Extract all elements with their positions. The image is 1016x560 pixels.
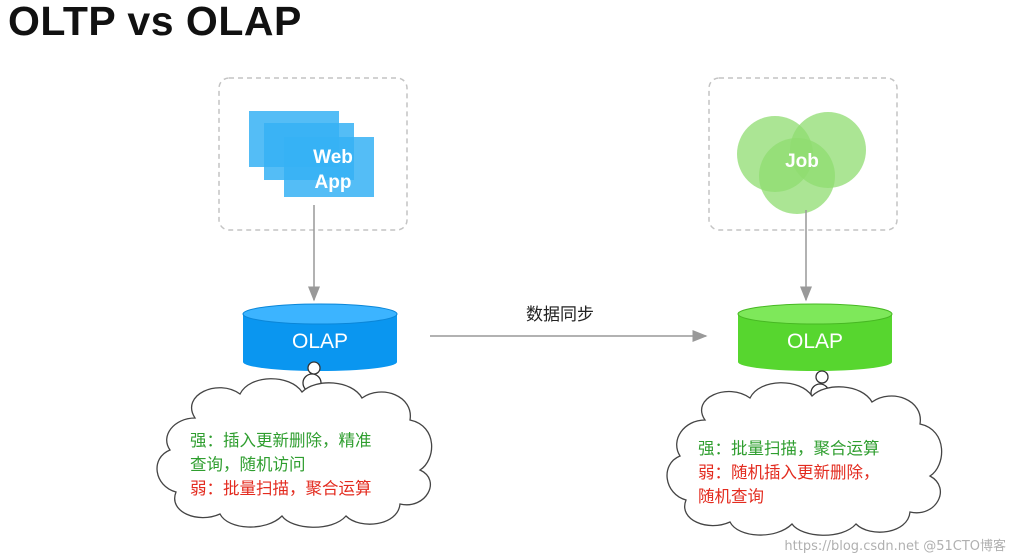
watermark: https://blog.csdn.net @51CTO博客 (784, 539, 1006, 554)
left-frame (218, 77, 408, 231)
left-strong-line1: 强：插入更新删除，精准 (190, 431, 372, 450)
right-thought-cloud-icon (666, 382, 943, 536)
job-icon: Job (737, 112, 866, 214)
left-thought-cloud-icon (156, 378, 433, 528)
left-weak-line1: 弱：批量扫描，聚合运算 (190, 479, 372, 498)
right-database-icon: OLAP (737, 303, 893, 371)
web-app-icon: Web App (249, 111, 374, 197)
sync-label: 数据同步 (526, 305, 594, 325)
web-app-label-line2: App (315, 172, 352, 193)
right-strong-line1: 强：批量扫描，聚合运算 (698, 439, 880, 458)
left-strong-line2: 查询，随机访问 (190, 455, 306, 474)
job-label: Job (785, 151, 819, 172)
right-weak-line2: 随机查询 (698, 487, 764, 506)
right-frame (708, 77, 898, 231)
web-app-label-line1: Web (313, 147, 353, 168)
left-database-icon: OLAP (242, 303, 398, 371)
right-db-label: OLAP (787, 330, 843, 353)
page-title: OLTP vs OLAP (8, 0, 302, 44)
right-weak-line1: 弱：随机插入更新删除， (698, 463, 880, 482)
left-db-label: OLAP (292, 330, 348, 353)
